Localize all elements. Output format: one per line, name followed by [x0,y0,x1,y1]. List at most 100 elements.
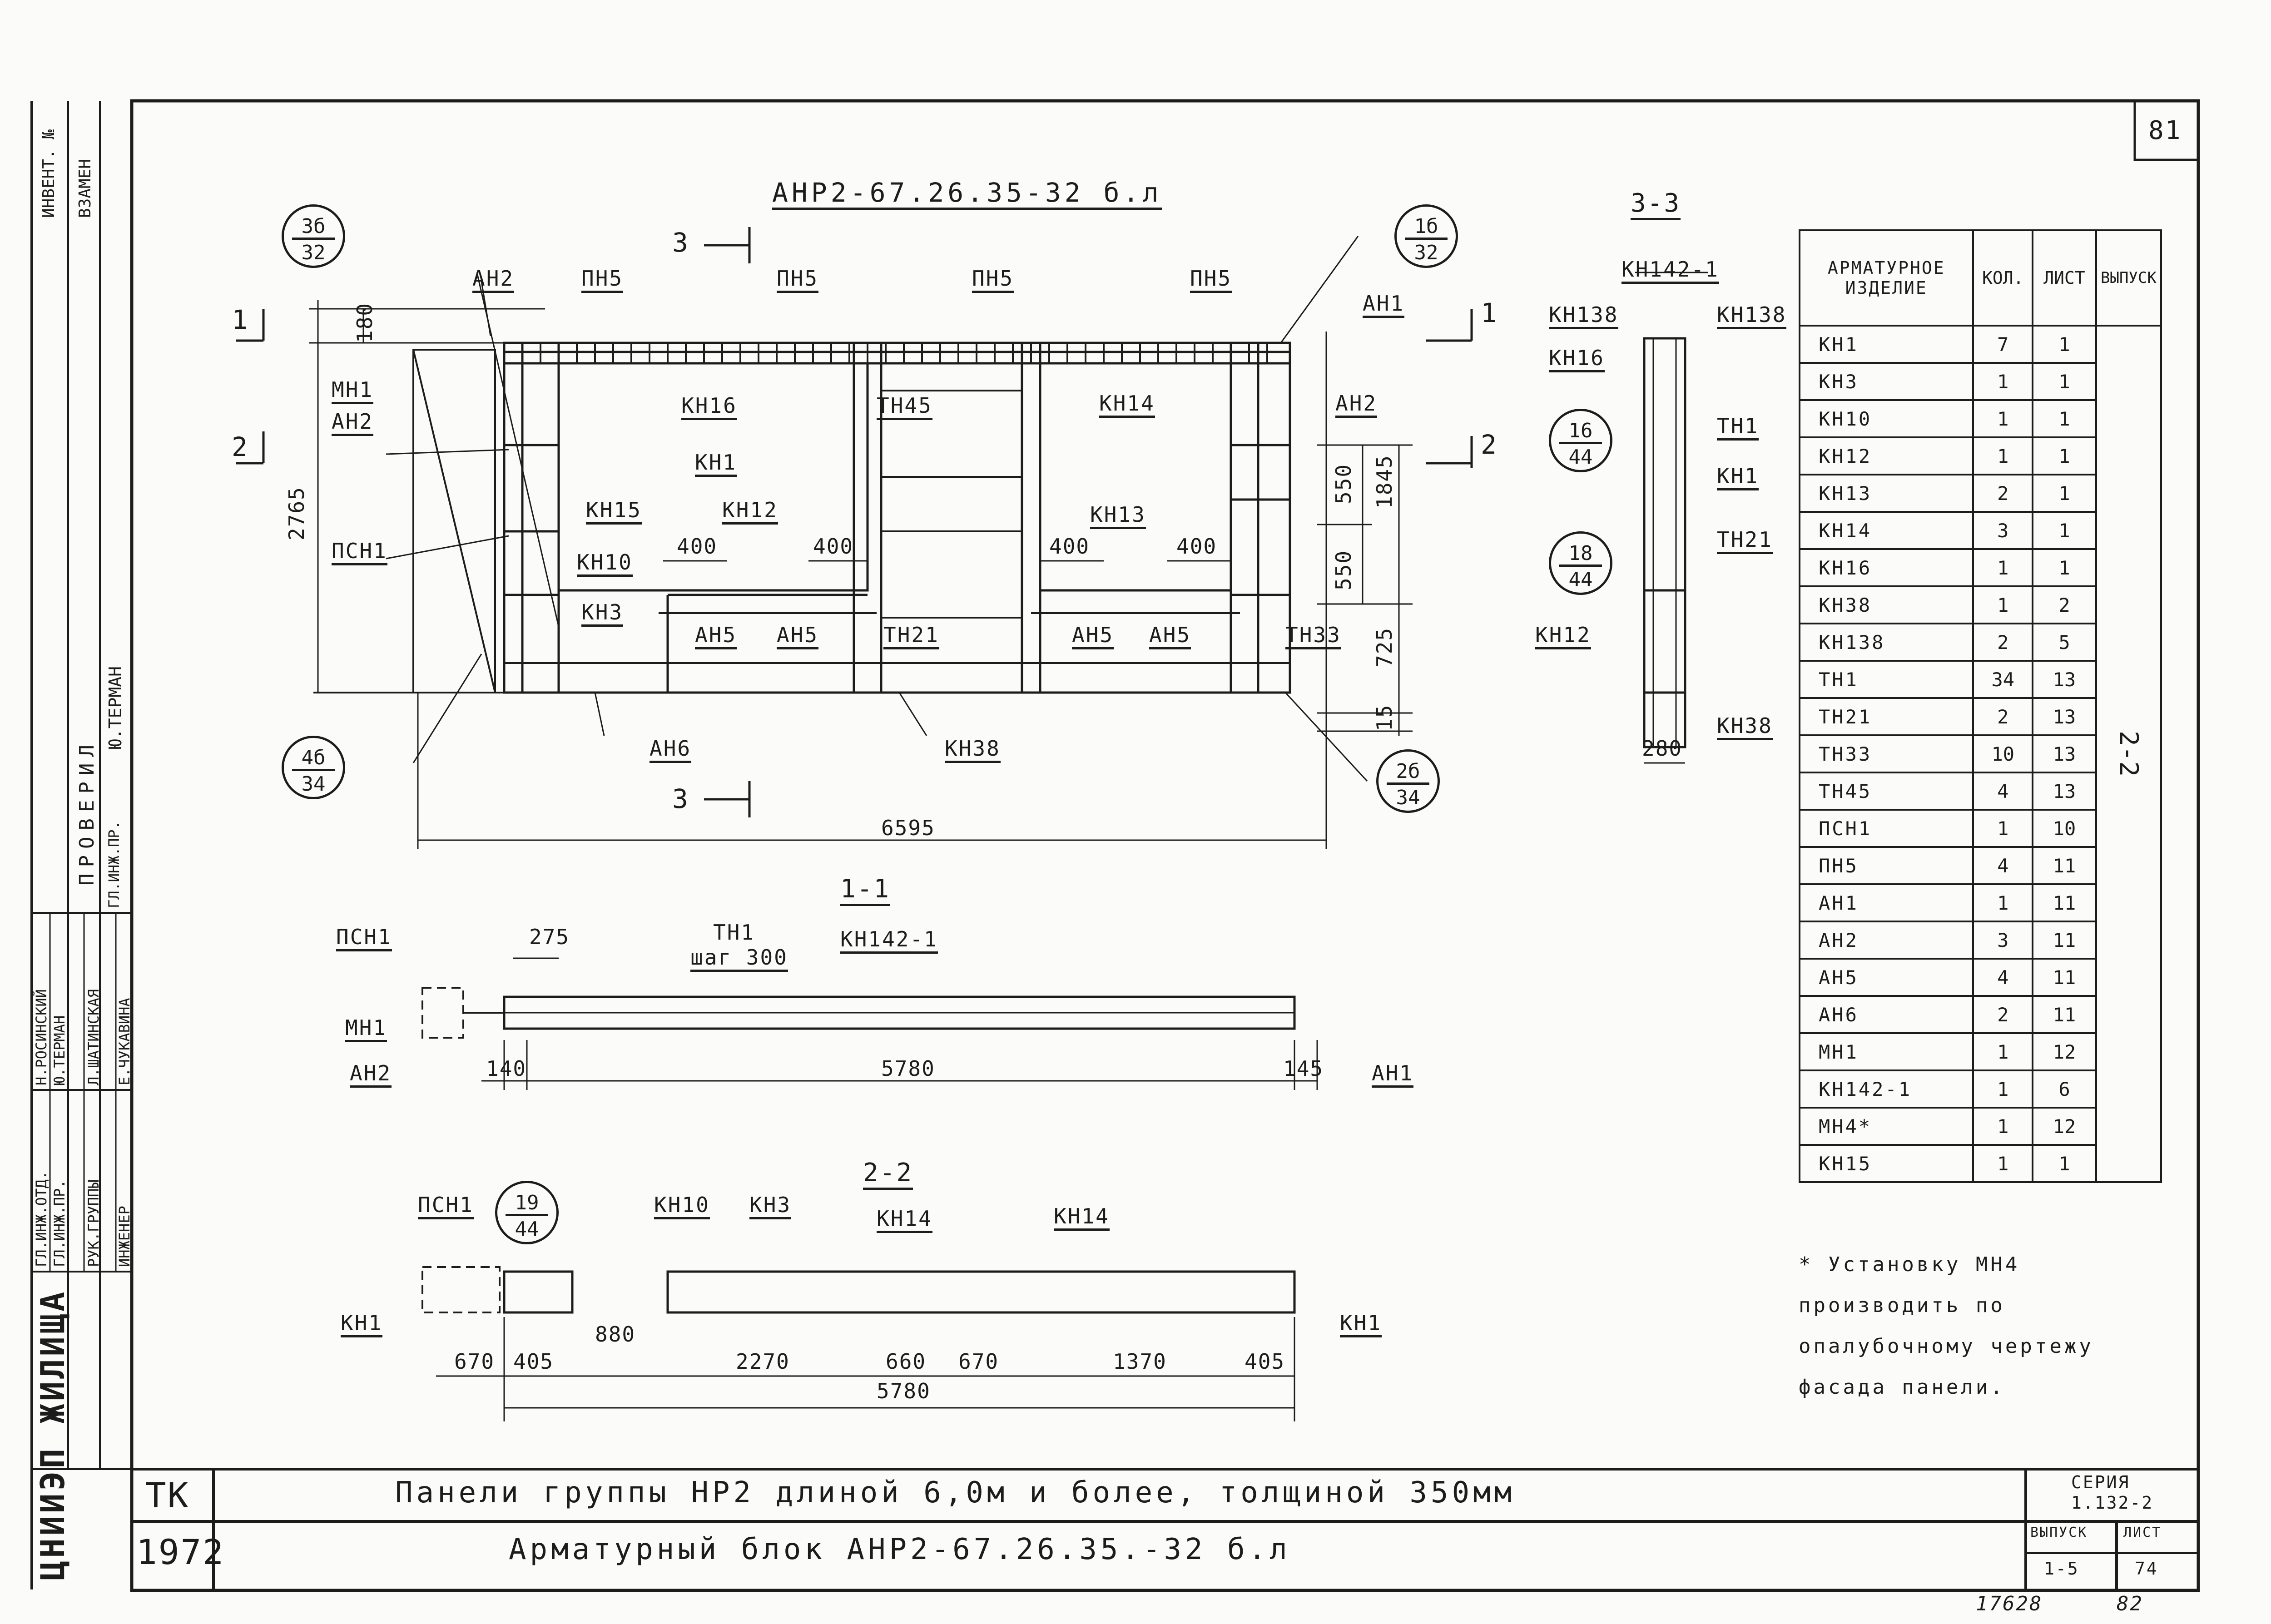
s11-label-an2: АН2 [350,1063,392,1088]
spec-cell-sheet: 1 [2032,362,2097,401]
spec-cell-qty: 1 [1972,1069,2034,1109]
callout-3b-32: 3б 32 [282,204,345,268]
spec-cell-item: КН38 [1798,585,1974,624]
section-mark-3-top: 3 [672,227,689,258]
spec-cell-sheet: 1 [2032,548,2097,587]
s33-label-kn38: КН38 [1717,715,1773,740]
label-kn12: КН12 [722,500,778,525]
section-mark-2-right: 2 [1481,429,1498,460]
label-an5-3: АН5 [1072,624,1114,649]
dim-1845: 1845 [1372,455,1397,509]
spec-cell-qty: 1 [1972,883,2034,922]
spec-header-issue: ВЫПУСК [2095,229,2162,327]
s33-dim-280: 280 [1642,736,1683,761]
org-name: ЦНИИЭП ЖИЛИЩА [34,1289,72,1580]
spec-cell-issue: 2-2 [2095,325,2162,1183]
dim-180: 180 [352,302,377,343]
section-mark-1-left: 1 [232,304,249,335]
callout-19-44: 19 44 [495,1181,559,1244]
page-number: 81 [2148,116,2182,145]
spec-cell-item: КН15 [1798,1144,1974,1183]
role-2: ГЛ.ИНЖ.ПР. [51,1179,68,1267]
archive-number: 17628 [1976,1592,2043,1615]
spec-cell-item: МН1 [1798,1032,1974,1071]
label-pn5-3: ПН5 [972,268,1014,293]
s11-dim-145: 145 [1283,1056,1324,1081]
label-an2-top: АН2 [472,268,515,293]
spec-cell-sheet: 5 [2032,623,2097,662]
spec-cell-sheet: 2 [2032,585,2097,624]
spec-cell-sheet: 13 [2032,660,2097,699]
spec-cell-sheet: 11 [2032,995,2097,1034]
spec-cell-qty: 2 [1972,995,2034,1034]
spec-cell-qty: 1 [1972,436,2034,475]
callout-2b-34: 2б 34 [1376,749,1440,813]
spec-cell-qty: 7 [1972,325,2034,364]
spec-cell-sheet: 10 [2032,809,2097,848]
s33-label-tn1: ТН1 [1717,416,1759,441]
title-code: ТК [145,1475,190,1515]
spec-cell-qty: 3 [1972,921,2034,960]
label-mn1: МН1 [332,379,374,404]
s11-label-an1: АН1 [1372,1063,1414,1088]
s33-label-tn21: ТН21 [1717,529,1773,554]
s22-dim-670b: 670 [958,1349,999,1374]
title-line-1: Панели группы НР2 длиной 6,0м и более, т… [395,1476,1516,1510]
s22-label-kn14-1: КН14 [877,1208,932,1233]
section-mark-1-right: 1 [1481,297,1498,328]
spec-header-item: АРМАТУРНОЕ ИЗДЕЛИЕ [1798,229,1974,327]
s11-label-psn1: ПСН1 [336,926,392,951]
s11-label-step: шаг 300 [690,947,788,972]
spec-cell-sheet: 1 [2032,474,2097,513]
spec-cell-item: КН13 [1798,474,1974,513]
label-kn10: КН10 [577,552,633,577]
spec-cell-sheet: 1 [2032,399,2097,438]
spec-cell-sheet: 11 [2032,846,2097,885]
spec-cell-item: ТН45 [1798,772,1974,811]
role-4: ИНЖЕНЕР [116,1206,133,1267]
label-tn21: ТН21 [883,624,939,649]
spec-cell-qty: 10 [1972,734,2034,773]
s11-label-mn1: МН1 [345,1017,387,1042]
spec-cell-sheet: 11 [2032,958,2097,997]
label-an5-4: АН5 [1149,624,1191,649]
spec-cell-sheet: 13 [2032,734,2097,773]
s22-dim-1370: 1370 [1113,1349,1167,1374]
spec-cell-sheet: 13 [2032,772,2097,811]
name-1: Н.РОСИНСКИЙ [33,989,50,1085]
spec-cell-qty: 1 [1972,362,2034,401]
spec-cell-qty: 1 [1972,585,2034,624]
label-pn5-4: ПН5 [1190,268,1232,293]
dim-400-4: 400 [1176,534,1217,559]
checked-label: ПРОВЕРИЛ [75,738,99,886]
section-3-3-title: 3-3 [1631,191,1681,220]
spec-cell-sheet: 1 [2032,436,2097,475]
spec-cell-item: КН3 [1798,362,1974,401]
name-3: Л.ШАТИНСКАЯ [85,989,102,1085]
s33-label-kn12: КН12 [1535,624,1591,649]
section-1-1-title: 1-1 [840,876,891,906]
s22-dim-5780: 5780 [877,1379,931,1403]
label-kn14: КН14 [1099,393,1155,418]
s33-label-kn142: КН142-1 [1621,259,1719,284]
s22-label-kn1-left: КН1 [341,1312,383,1337]
s33-label-kn1: КН1 [1717,465,1759,490]
s22-dim-2270: 2270 [736,1349,790,1374]
spec-cell-sheet: 1 [2032,1144,2097,1183]
s11-label-kn142: КН142-1 [840,929,938,954]
s22-label-kn10: КН10 [654,1194,710,1219]
spec-header-qty: КОЛ. [1972,229,2034,327]
spec-cell-qty: 1 [1972,1107,2034,1146]
dim-550a: 550 [1331,463,1356,504]
name-4: Е.ЧУКАВИНА [116,998,133,1085]
s22-dim-405a: 405 [513,1349,554,1374]
dim-6595: 6595 [881,816,935,840]
spec-cell-qty: 1 [1972,809,2034,848]
